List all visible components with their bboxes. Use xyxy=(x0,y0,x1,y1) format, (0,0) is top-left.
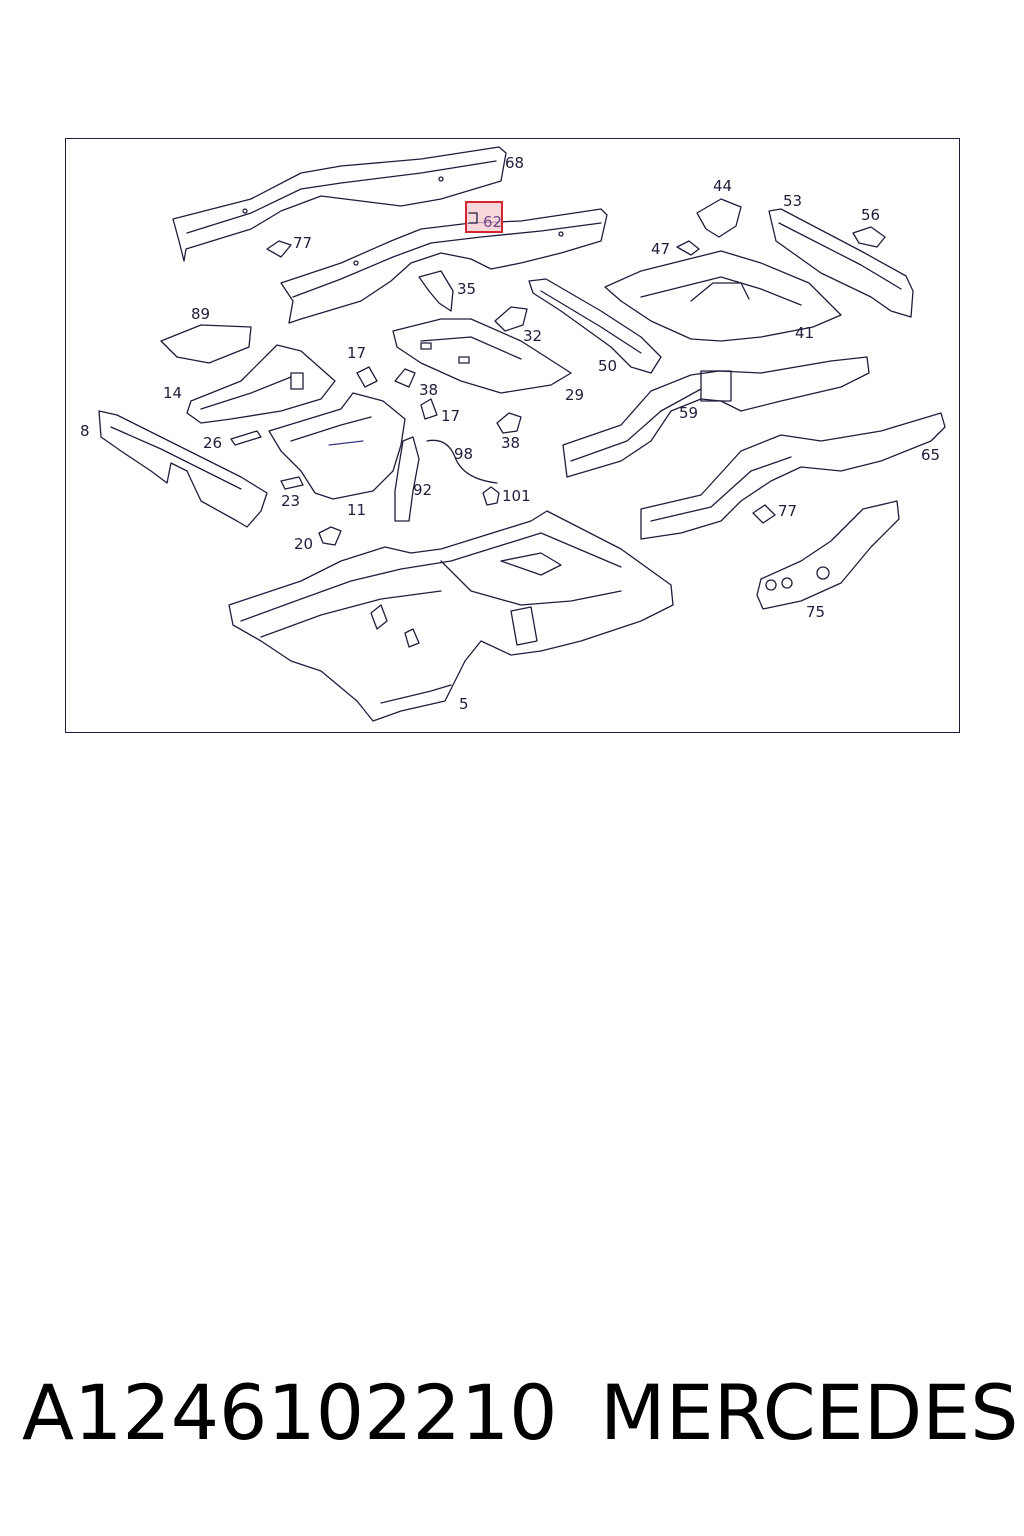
part-5[interactable] xyxy=(228,510,674,722)
part-38-lower[interactable] xyxy=(496,412,522,434)
callout-47: 47 xyxy=(651,240,670,258)
part-41[interactable] xyxy=(604,250,842,342)
part-62[interactable] xyxy=(280,208,608,324)
callout-38-lower: 38 xyxy=(501,434,520,452)
callout-20: 20 xyxy=(294,535,313,553)
callout-11: 11 xyxy=(347,501,366,519)
part-17-upper[interactable] xyxy=(356,366,378,388)
brand-name: MERCEDES xyxy=(600,1368,1019,1457)
part-47[interactable] xyxy=(676,240,700,256)
part-8[interactable] xyxy=(98,410,268,528)
callout-26: 26 xyxy=(203,434,222,452)
hl-clip-icon xyxy=(468,212,478,224)
callout-44: 44 xyxy=(713,177,732,195)
highlight-box xyxy=(465,201,503,233)
callout-77-lower: 77 xyxy=(778,502,797,520)
part-89[interactable] xyxy=(160,324,252,364)
part-44[interactable] xyxy=(696,198,742,238)
callout-101: 101 xyxy=(502,487,531,505)
part-50[interactable] xyxy=(528,278,662,374)
part-number: A1246102210 xyxy=(22,1368,558,1457)
part-20[interactable] xyxy=(318,526,342,546)
part-11[interactable] xyxy=(268,392,406,500)
callout-32: 32 xyxy=(523,327,542,345)
part-38-upper[interactable] xyxy=(394,368,416,388)
part-17-lower[interactable] xyxy=(420,398,438,420)
callout-14: 14 xyxy=(163,384,182,402)
part-68[interactable] xyxy=(172,146,507,262)
part-56[interactable] xyxy=(852,226,886,248)
part-77-lower[interactable] xyxy=(752,504,776,524)
callout-53: 53 xyxy=(783,192,802,210)
callout-35: 35 xyxy=(457,280,476,298)
callout-17-upper: 17 xyxy=(347,344,366,362)
part-26[interactable] xyxy=(230,430,262,446)
part-29[interactable] xyxy=(392,318,572,394)
callout-5: 5 xyxy=(459,695,469,713)
part-75[interactable] xyxy=(756,500,900,610)
callout-17-lower: 17 xyxy=(441,407,460,425)
parts-diagram: 68 62 77 44 53 56 47 35 89 32 41 17 50 1… xyxy=(80,146,946,722)
callout-75: 75 xyxy=(806,603,825,621)
callout-23: 23 xyxy=(281,492,300,510)
callout-62-highlighted: 62 xyxy=(483,213,502,231)
part-92[interactable] xyxy=(394,436,420,522)
callout-98: 98 xyxy=(454,445,473,463)
callout-92: 92 xyxy=(413,481,432,499)
callout-56: 56 xyxy=(861,206,880,224)
part-101[interactable] xyxy=(482,486,500,506)
callout-89: 89 xyxy=(191,305,210,323)
part-32[interactable] xyxy=(494,306,528,332)
part-59[interactable] xyxy=(562,356,870,478)
callout-68: 68 xyxy=(505,154,524,172)
callout-59: 59 xyxy=(679,404,698,422)
part-77-upper[interactable] xyxy=(266,240,292,258)
part-23[interactable] xyxy=(280,476,304,490)
callout-29: 29 xyxy=(565,386,584,404)
callout-65: 65 xyxy=(921,446,940,464)
part-98[interactable] xyxy=(426,439,498,484)
diagram-frame: 68 62 77 44 53 56 47 35 89 32 41 17 50 1… xyxy=(65,138,960,733)
callout-38-upper: 38 xyxy=(419,381,438,399)
caption: A1246102210 MERCEDES xyxy=(0,1368,1024,1468)
callout-41: 41 xyxy=(795,324,814,342)
callout-8: 8 xyxy=(80,422,90,440)
part-14[interactable] xyxy=(186,344,336,424)
callout-50: 50 xyxy=(598,357,617,375)
part-65[interactable] xyxy=(640,412,946,540)
part-53[interactable] xyxy=(768,208,914,318)
part-35[interactable] xyxy=(418,270,454,312)
callout-77-upper: 77 xyxy=(293,234,312,252)
